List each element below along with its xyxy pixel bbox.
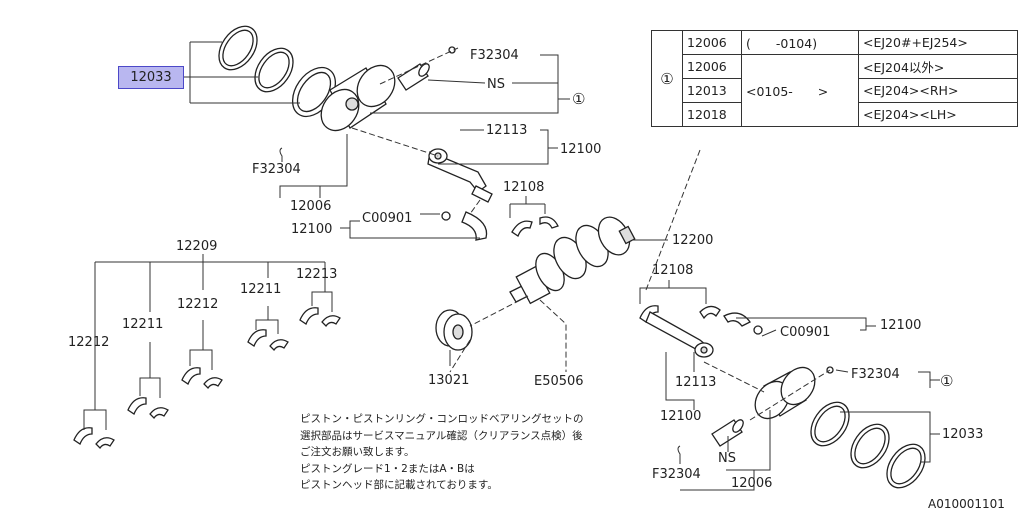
label-12113-top: 12113 [486,123,527,138]
label-12211-left: 12211 [122,317,163,332]
table-part: 12013 [682,78,742,103]
table-group-mark: ① [651,30,683,127]
label-12100-left: 12100 [291,222,332,237]
conrod-low [645,311,714,358]
note-line: ご注文お願い致します。 [300,446,415,458]
label-ns-top: NS [487,77,505,92]
label-c00901-low: C00901 [780,325,830,340]
label-12108-low: 12108 [652,263,693,278]
table-model: <EJ204><LH> [858,102,1018,127]
label-ns-low: NS [718,451,736,466]
note-line: ピストングレード1・2またはA・Bは [300,462,475,475]
label-12033-low: 12033 [942,427,983,442]
table-date: <0105- > [741,54,859,127]
label-12213: 12213 [296,267,337,282]
table-part: 12018 [682,102,742,127]
table-part: 12006 [682,30,742,55]
label-13021: 13021 [428,373,469,388]
piston-pin-low [711,419,744,447]
label-circle1-top: ① [572,90,585,108]
label-12200: 12200 [672,233,713,248]
label-f32304-left: F32304 [252,162,301,177]
table-row: 12018 <EJ204><LH> [652,102,1018,127]
label-12108-top: 12108 [503,180,544,195]
label-e50506: E50506 [534,374,584,389]
label-12100-top: 12100 [560,142,601,157]
highlighted-part-label[interactable]: 12033 [118,66,184,89]
label-12212-left: 12212 [68,335,109,350]
conrod-cap-low [723,312,763,335]
leader-lines [83,41,940,491]
applicability-table: ① 12006 ( -0104) <EJ20#+EJ254> 12006 <01… [651,30,1018,127]
note-line: ピストン・ピストンリング・コンロッドベアリングセットの [300,413,584,425]
label-12113-low: 12113 [675,375,716,390]
label-12100-low-right: 12100 [880,318,921,333]
table-part: 12006 [682,54,742,79]
table-row: 12013 <EJ204><RH> [652,78,1018,103]
crankshaft [509,216,636,305]
table-model: <EJ204><RH> [858,78,1018,103]
label-12212-mid: 12212 [177,297,218,312]
label-12211-right: 12211 [240,282,281,297]
bearing-top [511,216,559,237]
label-circle1-low: ① [940,372,953,390]
label-12006-left: 12006 [290,199,331,214]
table-row: 12006 <0105- > <EJ204以外> [652,54,1018,127]
label-c00901-left: C00901 [362,211,412,226]
piston-rings-low [810,401,926,489]
label-12100-low: 12100 [660,409,701,424]
diagram-code: A010001101 [928,497,1005,511]
label-f32304-low: F32304 [851,367,900,382]
table-model: <EJ20#+EJ254> [858,30,1018,55]
note-line: ピストンヘッド部に記載されております。 [300,479,498,491]
label-f32304-low-left: F32304 [652,467,701,482]
conrod-top [427,148,493,203]
selection-note: ピストン・ピストンリング・コンロッドベアリングセットの 選択部品はサービスマニュ… [300,411,584,494]
note-line: 選択部品はサービスマニュアル確認（クリアランス点検）後 [300,429,583,442]
crank-pulley [435,309,473,351]
label-f32304-top: F32304 [470,48,519,63]
conrod-cap-top [441,211,488,241]
main-bearings [73,307,341,450]
label-12006-low: 12006 [731,476,772,491]
table-model: <EJ204以外> [858,54,1018,79]
label-12209: 12209 [176,239,217,254]
table-date: ( -0104) [741,30,859,55]
table-row: ① 12006 ( -0104) <EJ20#+EJ254> [651,30,1018,127]
